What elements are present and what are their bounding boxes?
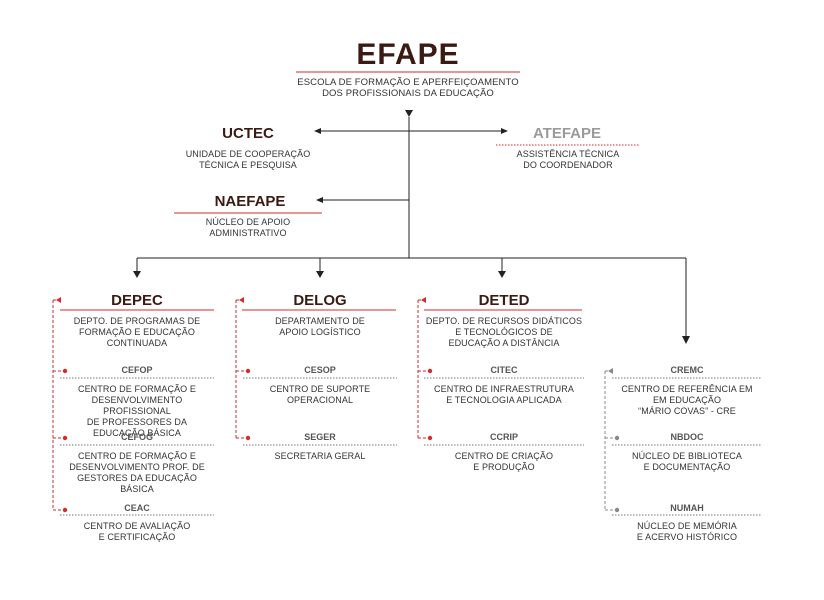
atefape-subtitle: ASSISTÊNCIA TÉCNICA DO COORDENADOR	[516, 149, 620, 170]
citec-label: CITEC	[490, 365, 518, 375]
cremc-arrowhead	[682, 336, 690, 344]
efape-title: EFAPE	[356, 38, 460, 71]
deted-subtitle: DEPTO. DE RECURSOS DIDÁTICOS E TECNOLÓGI…	[425, 316, 583, 348]
depec-bracket-dot-2	[62, 507, 68, 513]
ceac-label: CEAC	[124, 503, 150, 513]
numah-desc: NÚCLEO DE MEMÓRIA E ACERVO HISTÓRICO	[636, 521, 738, 542]
depec-bracket-dot-0	[62, 368, 68, 374]
numah-label: NUMAH	[670, 503, 704, 513]
nbdoc-desc: NÚCLEO DE BIBLIOTECA E DOCUMENTAÇÃO	[631, 451, 743, 472]
uctec-title: UCTEC	[222, 125, 274, 142]
efape-down-arrow	[405, 110, 413, 117]
delog-bracket-dot-0	[245, 368, 251, 374]
cremc-bracket-arrow	[608, 368, 613, 374]
ccrip-label: CCRIP	[489, 432, 518, 442]
naefape-subtitle: NÚCLEO DE APOIO ADMINISTRATIVO	[205, 217, 291, 238]
cesop-desc: CENTRO DE SUPORTE OPERACIONAL	[269, 384, 371, 405]
delog-subtitle: DEPARTAMENTO DE APOIO LOGÍSTICO	[275, 316, 365, 337]
citec-desc: CENTRO DE INFRAESTRUTURA E TECNOLOGIA AP…	[434, 384, 574, 405]
uctec-arrowhead	[314, 128, 321, 134]
cefop-desc: CENTRO DE FORMAÇÃO E DESENVOLVIMENTO PRO…	[77, 384, 196, 438]
cefop-label: CEFOP	[121, 365, 153, 375]
deted-bracket-dot-1	[427, 435, 433, 441]
delog-bracket-dot-1	[245, 435, 251, 441]
cesop-label: CESOP	[304, 365, 336, 375]
cremc-bracket-dot-1	[614, 507, 620, 513]
cefog-desc: CENTRO DE FORMAÇÃO E DESENVOLVIMENTO PRO…	[69, 451, 205, 494]
seger-label: SEGER	[304, 432, 336, 442]
depec-subtitle: DEPTO. DE PROGRAMAS DE FORMAÇÃO E EDUCAÇ…	[73, 316, 201, 348]
ccrip-desc: CENTRO DE CRIAÇÃO E PRODUÇÃO	[454, 451, 554, 472]
cremc-label: CREMC	[670, 365, 704, 375]
delog-arrowhead	[316, 271, 324, 278]
depec-bracket-dot-1	[62, 435, 68, 441]
naefape-title: NAEFAPE	[214, 193, 286, 210]
depec-title: DEPEC	[111, 292, 163, 309]
atefape-title: ATEFAPE	[532, 125, 602, 142]
seger-desc: SECRETARIA GERAL	[274, 451, 366, 461]
cremc-bracket-dot-0	[614, 435, 620, 441]
ceac-desc: CENTRO DE AVALIAÇÃO E CERTIFICAÇÃO	[83, 521, 191, 542]
deted-title: DETED	[478, 292, 530, 309]
atefape-arrowhead	[501, 128, 508, 134]
naefape-arrowhead	[316, 197, 323, 203]
depec-arrowhead	[133, 271, 141, 278]
deted-bracket-dot-0	[427, 368, 433, 374]
deted-bracket-arrow	[421, 297, 426, 303]
cremc-desc: CENTRO DE REFERÊNCIA EM EM EDUCAÇÃO “MÁR…	[621, 384, 753, 416]
nbdoc-label: NBDOC	[670, 432, 704, 442]
delog-bracket-arrow	[239, 297, 244, 303]
deted-arrowhead	[498, 271, 506, 278]
delog-title: DELOG	[293, 292, 347, 309]
depec-bracket-arrow	[56, 297, 61, 303]
efape-subtitle: ESCOLA DE FORMAÇÃO E APERFEIÇOAMENTO DOS…	[297, 77, 519, 99]
cefog-label: CEFOG	[120, 432, 153, 442]
uctec-subtitle: UNIDADE DE COOPERAÇÃO TÉCNICA E PESQUISA	[185, 149, 311, 170]
